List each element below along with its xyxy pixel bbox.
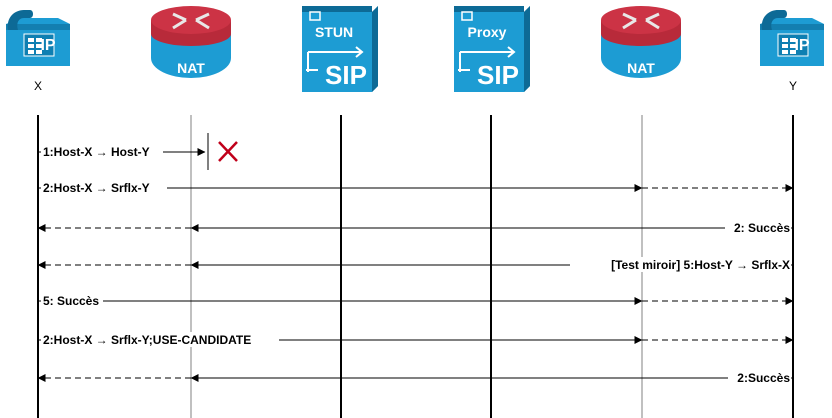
blocked-x-icon [218,141,238,162]
svg-text:IP: IP [40,37,55,54]
message-label: 5: Succès [43,294,99,308]
message-label: 2:Host-X → Srflx-Y [43,181,150,195]
entity-caption-y: Y [789,79,797,93]
message-label: 2: Succès [734,221,790,235]
ip-phone-icon: IP [6,10,70,66]
proxy-sip-logo: SIP [477,60,519,90]
message-label: [Test miroir] 5:Host-Y → Srflx-X [611,258,790,272]
router-icon [151,6,231,78]
sip-server-icon: STUN SIP [302,6,378,92]
entity-caption-x: X [34,79,42,93]
nat-left-caption: NAT [177,60,205,76]
ip-phone-icon: IP [760,10,824,66]
message-label: 2:Host-X → Srflx-Y;USE-CANDIDATE [43,333,251,347]
proxy-title: Proxy [468,24,507,40]
message-label: 1:Host-X → Host-Y [43,145,150,159]
sip-server-icon: Proxy SIP [454,6,530,92]
nat-right-caption: NAT [627,60,655,76]
stun-sip-logo: SIP [325,60,367,90]
message-label: 2:Succès [737,371,790,385]
stun-title: STUN [315,24,353,40]
router-icon [601,6,681,78]
svg-text:IP: IP [794,37,809,54]
